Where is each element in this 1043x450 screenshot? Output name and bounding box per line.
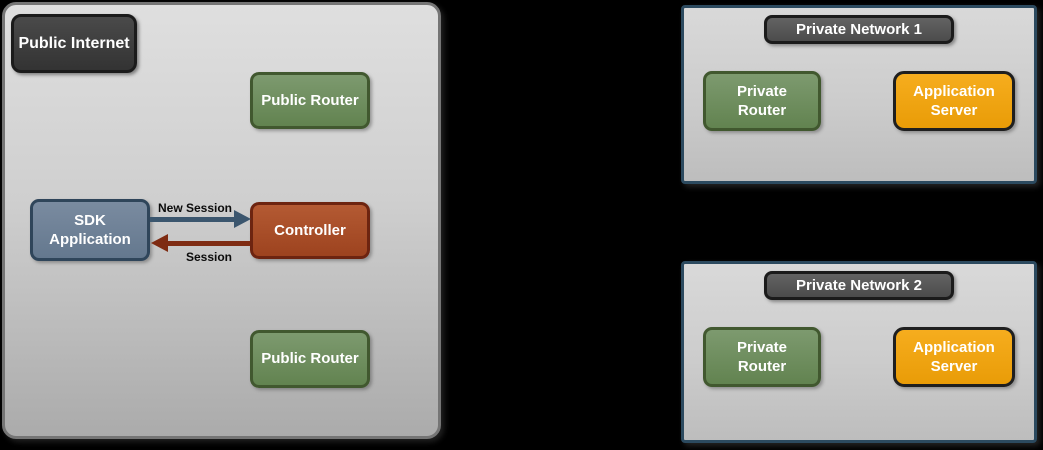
node-private-router-1: Private Router xyxy=(703,71,821,131)
private-network-1-zone: Private Network 1 Private Router Applica… xyxy=(681,5,1037,184)
session-arrow-line xyxy=(168,241,250,246)
left-arrowhead-icon xyxy=(151,234,168,252)
right-arrowhead-icon xyxy=(234,210,251,228)
new-session-arrow-label: New Session xyxy=(157,201,233,215)
node-private-router-2: Private Router xyxy=(703,327,821,387)
private-network-2-label: Private Network 2 xyxy=(764,271,954,300)
session-arrow-label: Session xyxy=(185,250,233,264)
node-controller: Controller xyxy=(250,202,370,259)
public-internet-label: Public Internet xyxy=(11,14,137,73)
node-sdk-application: SDK Application xyxy=(30,199,150,261)
public-internet-zone: Public Internet Public Router SDK Applic… xyxy=(2,2,441,439)
node-application-server-2: Application Server xyxy=(893,327,1015,387)
private-network-2-zone: Private Network 2 Private Router Applica… xyxy=(681,261,1037,443)
private-network-1-label: Private Network 1 xyxy=(764,15,954,44)
node-public-router-bottom: Public Router xyxy=(250,330,370,388)
node-application-server-1: Application Server xyxy=(893,71,1015,131)
new-session-arrow-line xyxy=(150,217,236,222)
node-public-router-top: Public Router xyxy=(250,72,370,129)
